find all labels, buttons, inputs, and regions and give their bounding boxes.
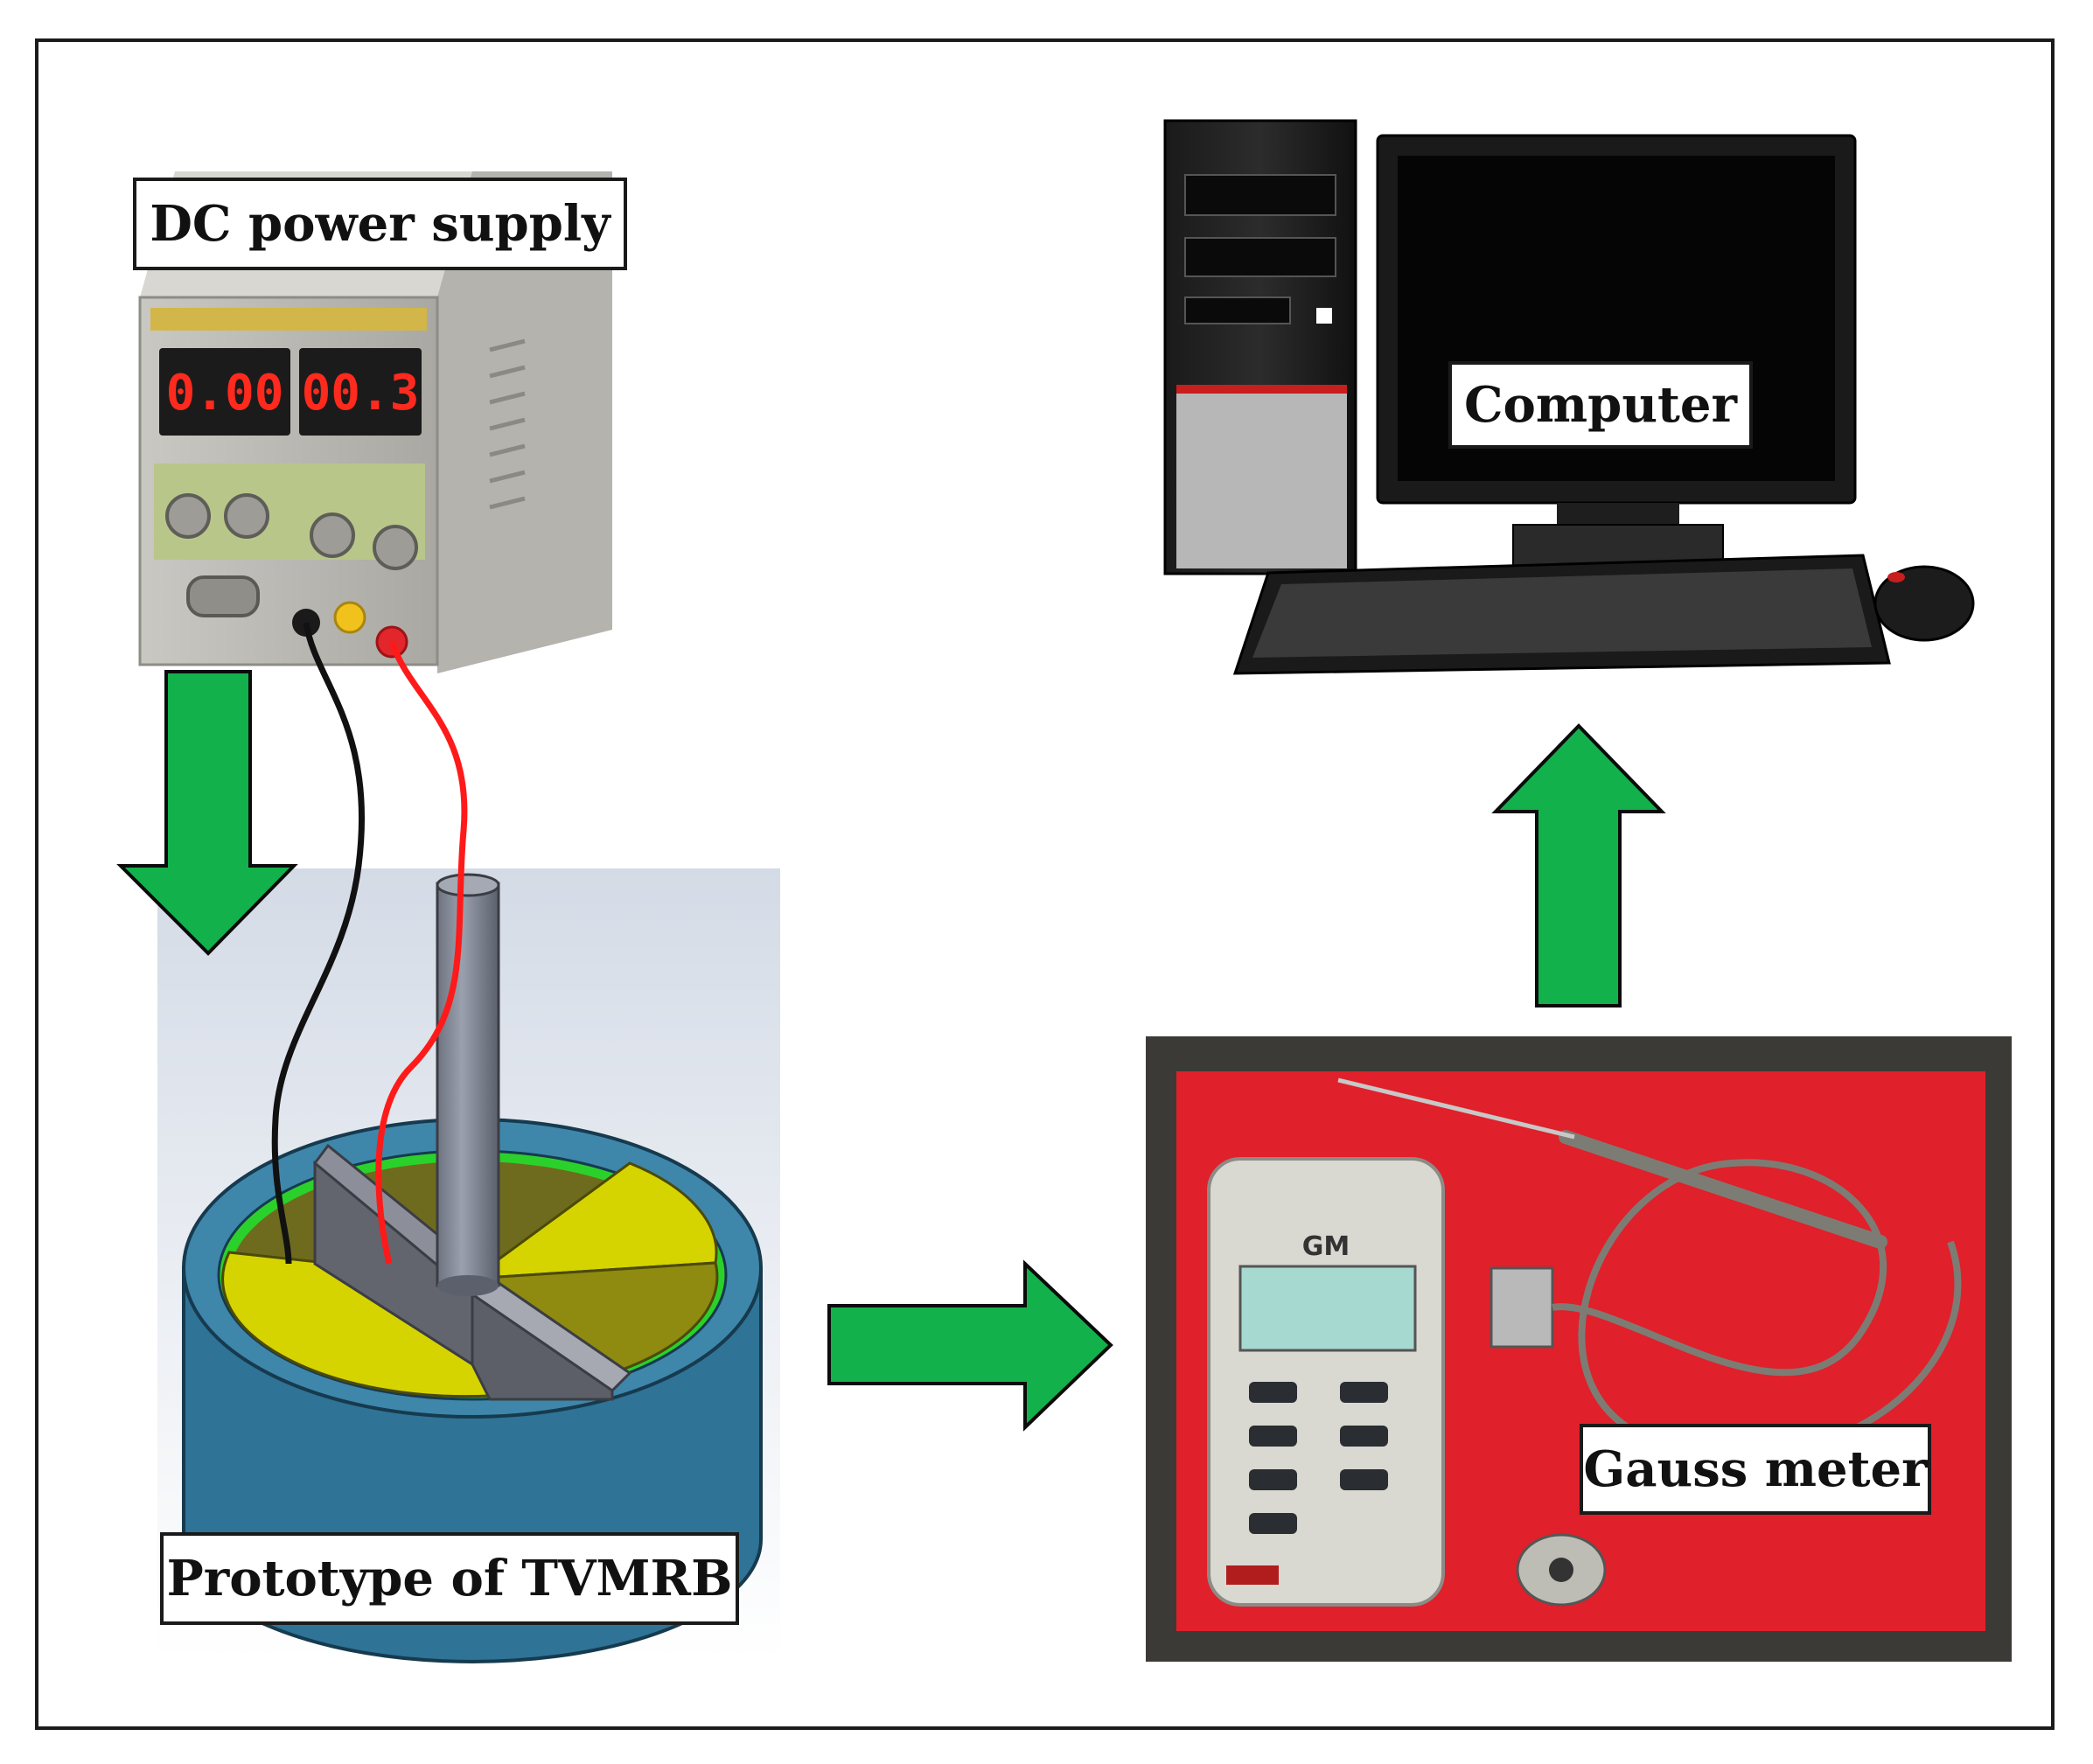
dc-power-supply-image: 0.00 00.3 bbox=[138, 171, 612, 673]
probe-handle bbox=[1559, 1130, 1887, 1249]
gauss-meter-image: GM bbox=[1146, 1036, 2012, 1662]
gaussmeter-brand: GM bbox=[1302, 1231, 1350, 1262]
psu-knob-current-fine bbox=[224, 493, 269, 539]
gaussmeter-keypad bbox=[1249, 1382, 1388, 1534]
gaussmeter-body bbox=[1207, 1157, 1445, 1607]
keyboard-keys-area bbox=[1252, 568, 1872, 658]
psu-power-button bbox=[186, 575, 260, 617]
diagram-frame bbox=[35, 38, 2055, 1730]
probe-tip bbox=[1337, 1077, 1575, 1140]
psu-side-vents bbox=[489, 338, 526, 510]
psu-current-readout: 0.00 bbox=[166, 365, 284, 422]
prototype-tvmrb-image bbox=[157, 868, 780, 1663]
red-wire bbox=[375, 640, 468, 1265]
pc-card-reader bbox=[1184, 296, 1291, 324]
gaussmeter-logo-strip bbox=[1226, 1565, 1279, 1585]
psu-side-panel bbox=[437, 171, 612, 673]
psu-knob-voltage-coarse bbox=[310, 512, 355, 558]
pc-drive-bay bbox=[1184, 237, 1336, 277]
label-prototype-of-tvmrb: Prototype of TVMRB bbox=[160, 1532, 739, 1625]
pc-optical-drive bbox=[1184, 174, 1336, 216]
mr-fluid-sector-back bbox=[467, 1161, 718, 1280]
psu-voltage-display bbox=[299, 348, 422, 436]
psu-voltage-readout: 00.3 bbox=[302, 365, 420, 422]
arrow-prototype-to-gaussmeter bbox=[827, 1259, 1113, 1432]
shaft bbox=[436, 882, 500, 1287]
arrow-gaussmeter-to-computer bbox=[1491, 723, 1666, 1008]
gaussmeter-lcd bbox=[1238, 1265, 1417, 1352]
pc-power-button bbox=[1316, 308, 1332, 324]
label-dc-power-supply: DC power supply bbox=[133, 178, 627, 270]
mr-fluid-sector-shadow bbox=[468, 1261, 719, 1373]
psu-knob-current-coarse bbox=[165, 493, 211, 539]
mouse-wheel bbox=[1887, 572, 1905, 582]
vane-divider-front-face bbox=[471, 1292, 614, 1401]
mouse bbox=[1873, 565, 1975, 642]
pc-lower-panel bbox=[1176, 394, 1347, 568]
pc-red-trim bbox=[1176, 385, 1347, 394]
psu-current-display bbox=[159, 348, 290, 436]
arrow-psu-to-prototype bbox=[116, 670, 298, 956]
label-gauss-meter: Gauss meter bbox=[1580, 1424, 1931, 1515]
shaft-base bbox=[437, 1275, 499, 1296]
psu-knob-voltage-fine bbox=[373, 525, 418, 570]
probe-puck-center bbox=[1549, 1558, 1573, 1582]
label-computer: Computer bbox=[1448, 361, 1753, 449]
psu-label-strip bbox=[150, 308, 427, 331]
psu-terminal-yellow bbox=[333, 601, 366, 634]
black-wire bbox=[271, 622, 366, 1265]
probe-connector bbox=[1490, 1266, 1554, 1349]
shaft-top bbox=[436, 873, 500, 897]
